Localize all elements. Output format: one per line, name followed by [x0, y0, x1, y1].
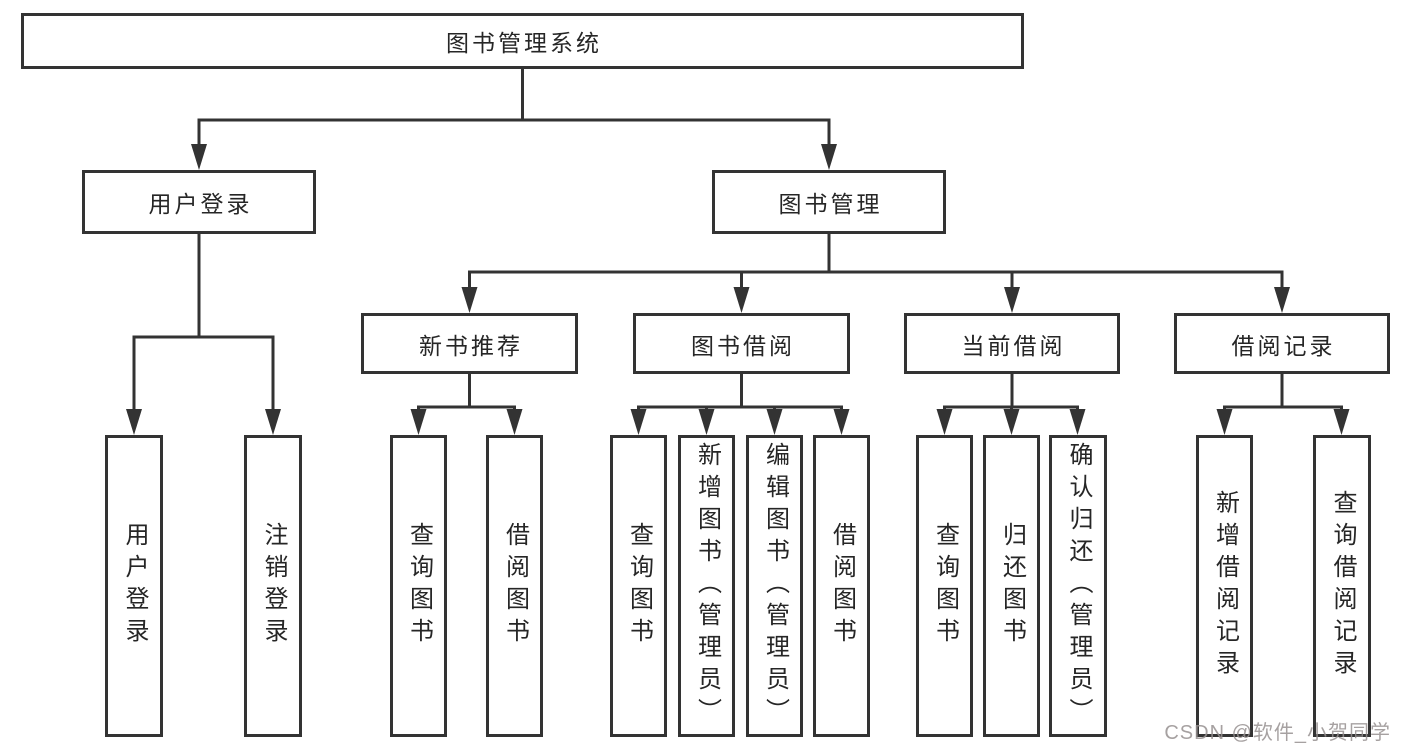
arrowhead — [1069, 409, 1086, 435]
node-root-system: 图书管理系统 — [21, 13, 1024, 69]
leaf-return-book: 归还图书 — [983, 435, 1040, 737]
arrowhead — [936, 409, 953, 435]
node-new-book-recommend: 新书推荐 — [361, 313, 578, 374]
leaf-logout: 注销登录 — [244, 435, 302, 737]
leaf-query-book-2: 查询图书 — [610, 435, 667, 737]
arrowhead — [698, 409, 715, 435]
csdn-watermark: CSDN @软件_小贺同学 — [1164, 722, 1391, 744]
arrowhead — [265, 409, 281, 435]
node-book-borrow: 图书借阅 — [633, 313, 850, 374]
node-borrow-record: 借阅记录 — [1174, 313, 1390, 374]
node-current-borrow: 当前借阅 — [904, 313, 1120, 374]
arrowhead — [410, 409, 427, 435]
leaf-add-borrow-record: 新增借阅记录 — [1196, 435, 1253, 737]
leaf-add-book-admin: 新增图书（管理员） — [678, 435, 735, 737]
leaf-user-login: 用户登录 — [105, 435, 163, 737]
leaf-query-book-1: 查询图书 — [390, 435, 447, 737]
leaf-edit-book-admin: 编辑图书（管理员） — [746, 435, 803, 737]
arrowhead — [1333, 409, 1350, 435]
arrowhead — [821, 144, 837, 170]
arrowhead — [630, 409, 647, 435]
arrowhead — [733, 287, 750, 313]
arrowhead — [126, 409, 142, 435]
arrowhead — [766, 409, 783, 435]
leaf-query-book-3: 查询图书 — [916, 435, 973, 737]
arrowhead — [506, 409, 523, 435]
leaf-borrow-book-2: 借阅图书 — [813, 435, 870, 737]
leaf-query-borrow-record: 查询借阅记录 — [1313, 435, 1371, 737]
arrowhead — [833, 409, 850, 435]
leaf-borrow-book-1: 借阅图书 — [486, 435, 543, 737]
arrowhead — [1274, 287, 1290, 313]
node-user-login: 用户登录 — [82, 170, 316, 234]
node-book-management: 图书管理 — [712, 170, 946, 234]
arrowhead — [1004, 287, 1020, 313]
leaf-confirm-return-admin: 确认归还（管理员） — [1049, 435, 1107, 737]
arrowhead — [461, 287, 478, 313]
arrowhead — [1003, 409, 1020, 435]
arrowhead-group — [126, 144, 1350, 435]
arrowhead — [1216, 409, 1233, 435]
arrowhead — [191, 144, 207, 170]
